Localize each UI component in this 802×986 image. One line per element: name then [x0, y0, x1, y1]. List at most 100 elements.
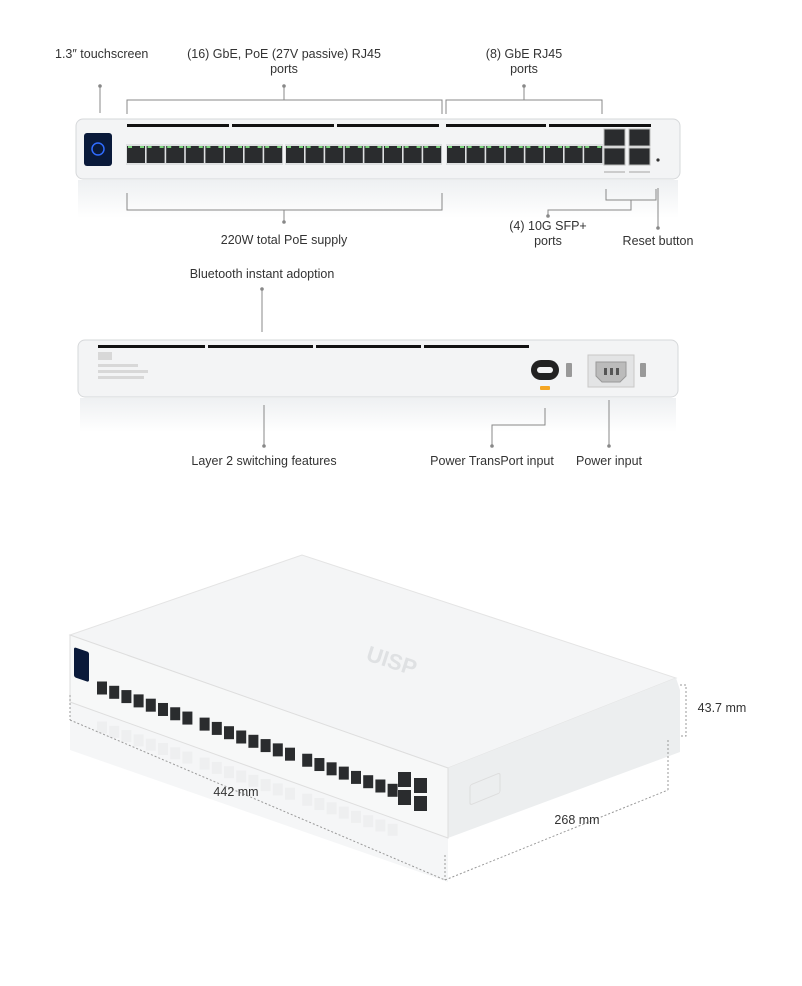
- sfp-port: [414, 796, 427, 811]
- rj45-port: [325, 146, 344, 163]
- port-reflection: [338, 806, 349, 819]
- port-led: [597, 146, 602, 148]
- port-led: [404, 146, 409, 148]
- front-bar: [232, 124, 334, 127]
- port-reflection: [170, 747, 181, 760]
- port-led: [299, 146, 303, 148]
- front-callouts: [98, 84, 660, 230]
- port-led: [526, 146, 531, 148]
- reset-button-label: Reset button: [622, 234, 694, 248]
- port-reflection: [211, 761, 222, 774]
- port-reflection: [375, 819, 386, 832]
- port-led: [318, 146, 323, 148]
- rear-bar: [208, 345, 313, 348]
- front-top-bars: [127, 124, 651, 127]
- transport-connector: [531, 360, 572, 390]
- port-led: [385, 146, 389, 148]
- rj45-port: [351, 770, 361, 784]
- rj45-port: [338, 766, 349, 780]
- touchscreen: [84, 133, 112, 166]
- rj45-port: [272, 743, 283, 757]
- port-led: [538, 146, 543, 148]
- port-led: [416, 146, 421, 148]
- sfp-port: [603, 147, 626, 166]
- port-led: [479, 146, 484, 148]
- rear-callouts: [260, 287, 611, 448]
- sfp-label-strip: [604, 171, 625, 173]
- rj45-port: [146, 146, 165, 163]
- sfp-label-line1: (4) 10G SFP+: [509, 219, 587, 233]
- port-led: [159, 146, 164, 148]
- rj45-port: [423, 146, 442, 163]
- rj45-port: [133, 694, 144, 708]
- port-led: [167, 146, 172, 148]
- sfp-label-line2: ports: [534, 234, 562, 248]
- port-led: [226, 146, 230, 148]
- sfp-port: [398, 772, 411, 787]
- gbe-ports-label-line1: (8) GbE RJ45: [485, 47, 563, 61]
- port-reflection: [272, 783, 283, 796]
- port-reflection: [285, 787, 295, 800]
- rj45-port: [584, 146, 603, 163]
- port-led: [198, 146, 203, 148]
- depth-dimension-label: 268 mm: [554, 813, 600, 827]
- rear-bar: [98, 345, 205, 348]
- dimension-lines: [69, 684, 687, 881]
- port-reflection: [363, 815, 374, 828]
- rj45-port: [375, 779, 386, 793]
- poe-supply-label: 220W total PoE supply: [220, 233, 348, 247]
- gbe-ports-label-line2: ports: [510, 62, 538, 76]
- port-led: [460, 146, 464, 148]
- port-led: [518, 146, 523, 148]
- poe-ports-label: (16) GbE, PoE (27V passive) RJ45 ports: [184, 47, 384, 77]
- rj45-port: [314, 758, 325, 772]
- port-led: [424, 146, 429, 148]
- port-led: [577, 146, 582, 148]
- sfp-port: [414, 778, 427, 793]
- port-reflection: [182, 751, 193, 764]
- regulatory-label: [98, 352, 148, 379]
- rj45-port: [403, 146, 422, 163]
- rj45-port: [166, 146, 185, 163]
- port-led: [287, 146, 291, 148]
- height-dimension-label: 43.7 mm: [697, 701, 747, 715]
- port-led: [186, 146, 191, 148]
- port-led: [397, 146, 401, 148]
- port-reflection: [236, 770, 247, 783]
- sfp-port: [628, 128, 651, 147]
- port-reflection: [248, 774, 259, 787]
- perspective-view: UISP: [68, 554, 680, 882]
- rj45-port: [545, 146, 563, 163]
- sfp-port: [628, 147, 651, 166]
- port-group: [446, 144, 603, 165]
- rj45-port: [158, 702, 168, 716]
- port-reflection: [351, 810, 361, 823]
- poe-ports-label-line1: (16) GbE, PoE (27V passive) RJ45: [187, 47, 381, 61]
- front-panel: [75, 118, 681, 218]
- port-led: [365, 146, 370, 148]
- gbe-ports-label: (8) GbE RJ45 ports: [464, 47, 584, 77]
- rj45-port: [305, 146, 324, 163]
- port-led: [506, 146, 511, 148]
- port-led: [128, 146, 132, 148]
- port-led: [245, 146, 250, 148]
- sfp-ports-label: (4) 10G SFP+ ports: [498, 219, 598, 249]
- rj45-port: [285, 747, 295, 761]
- rj45-port: [182, 711, 193, 725]
- port-led: [345, 146, 350, 148]
- rear-bar: [424, 345, 529, 348]
- rj45-port: [109, 685, 120, 699]
- poe-ports-label-line2: ports: [270, 62, 298, 76]
- port-reflection: [121, 730, 132, 743]
- port-reflection: [224, 766, 234, 779]
- touchscreen-label: 1.3″ touchscreen: [55, 47, 149, 61]
- rj45-port: [185, 146, 204, 163]
- rj45-port: [447, 146, 465, 163]
- rj45-ports: [126, 144, 603, 165]
- rear-panel: [77, 339, 679, 432]
- port-led: [377, 146, 382, 148]
- port-reflection: [199, 757, 210, 770]
- rj45-port: [97, 681, 107, 695]
- rj45-port: [564, 146, 583, 163]
